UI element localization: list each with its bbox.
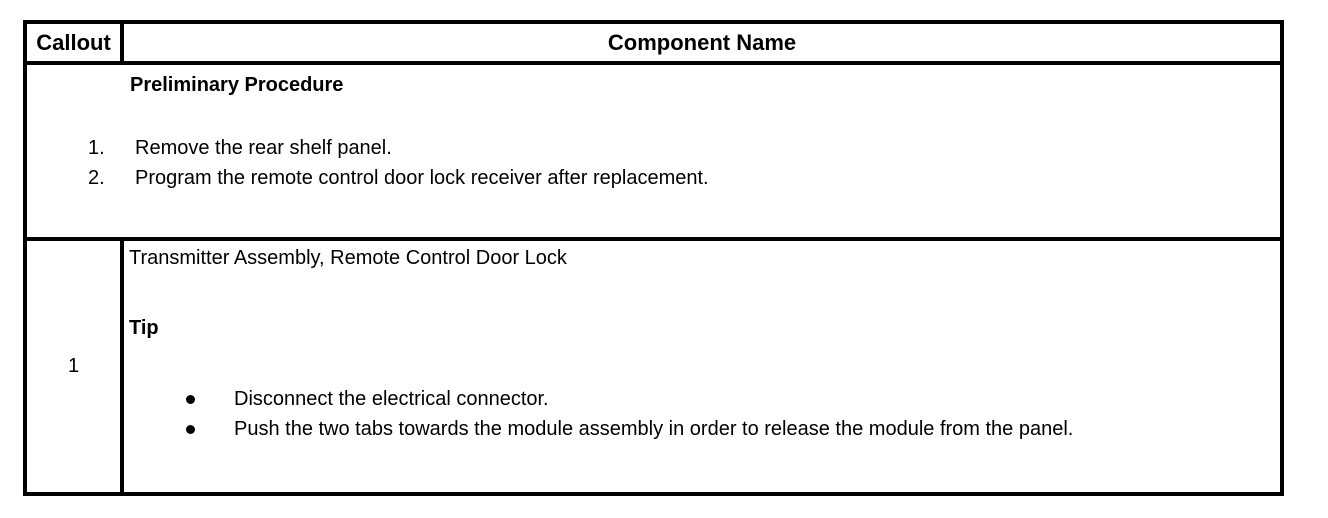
bullet-text: Push the two tabs towards the module ass… bbox=[234, 418, 1074, 440]
bullet-text: Disconnect the electrical connector. bbox=[234, 388, 549, 410]
component-name-header-cell: Component Name bbox=[124, 24, 1280, 61]
preliminary-procedure-row: Preliminary Procedure 1. Remove the rear… bbox=[27, 65, 1280, 241]
numbered-step: 2. Program the remote control door lock … bbox=[88, 163, 1280, 193]
numbered-step: 1. Remove the rear shelf panel. bbox=[88, 133, 1280, 163]
callout-value: 1 bbox=[67, 355, 80, 377]
component-cell: Transmitter Assembly, Remote Control Doo… bbox=[124, 241, 1280, 492]
step-number: 2. bbox=[88, 167, 105, 189]
preliminary-procedure-heading: Preliminary Procedure bbox=[130, 74, 344, 96]
component-row: 1 Transmitter Assembly, Remote Control D… bbox=[27, 241, 1280, 492]
bullet-item: Push the two tabs towards the module ass… bbox=[186, 414, 1278, 444]
bullet-icon bbox=[186, 384, 234, 414]
component-title: Transmitter Assembly, Remote Control Doo… bbox=[129, 247, 567, 269]
bullet-item: Disconnect the electrical connector. bbox=[186, 384, 1278, 414]
component-table: Callout Component Name Preliminary Proce… bbox=[23, 20, 1284, 496]
step-text: Remove the rear shelf panel. bbox=[135, 137, 392, 159]
component-name-header-label: Component Name bbox=[607, 29, 797, 55]
step-text: Program the remote control door lock rec… bbox=[135, 167, 709, 189]
bullet-icon bbox=[186, 414, 234, 444]
callout-header-cell: Callout bbox=[27, 24, 124, 61]
callout-header-label: Callout bbox=[36, 29, 111, 55]
step-number: 1. bbox=[88, 137, 105, 159]
table-header-row: Callout Component Name bbox=[27, 24, 1280, 65]
tip-heading: Tip bbox=[129, 317, 159, 339]
callout-cell: 1 bbox=[27, 241, 124, 492]
